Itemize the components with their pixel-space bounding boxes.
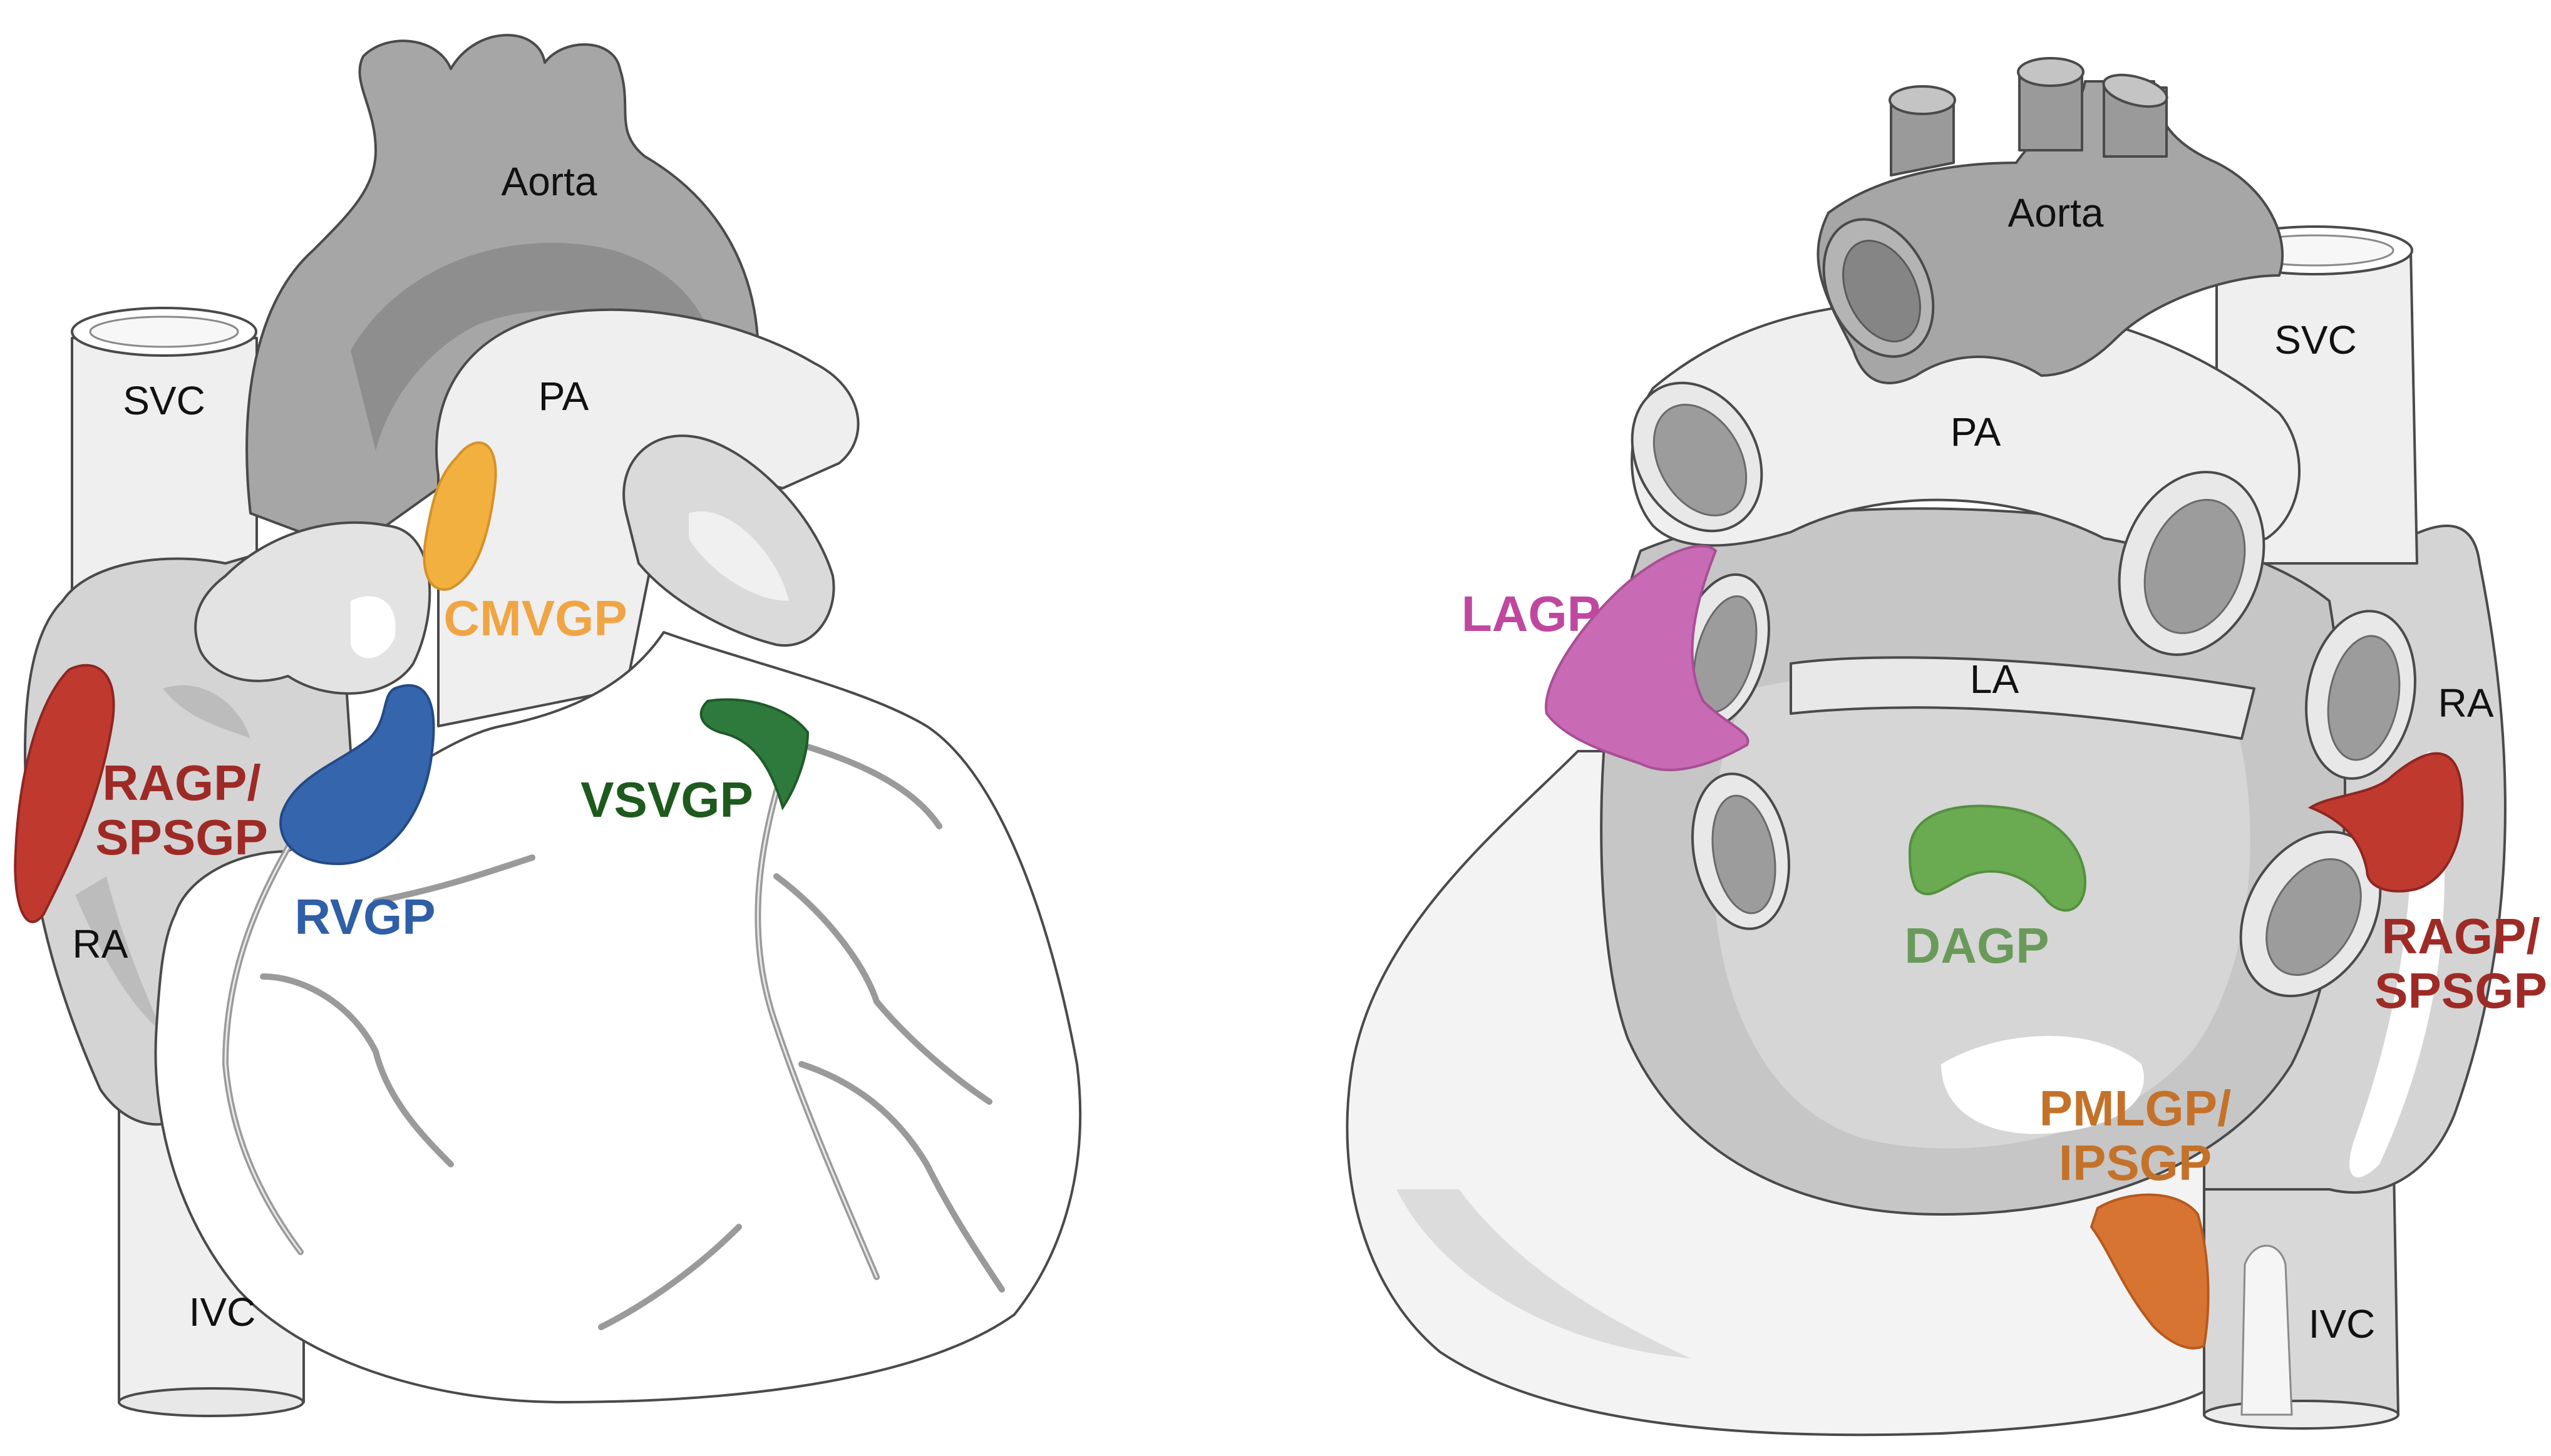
cmvgp-patch (423, 441, 497, 591)
right-pa-lumen (2143, 498, 2246, 635)
ragp-patch-posterior (2307, 752, 2464, 893)
dagp-patch (1908, 804, 2087, 912)
aorta-label-posterior: Aorta (2008, 190, 2104, 235)
aortic-branch-2-top (2017, 57, 2085, 87)
ragp-label-line2-posterior: SPSGP (2374, 963, 2547, 1018)
pmlgp-label-line1: PMLGP/ (2039, 1080, 2232, 1136)
pmlgp-label-line2: IPSGP (2059, 1135, 2212, 1191)
left-auricle-highlight (689, 511, 789, 601)
ra-label-posterior: RA (2438, 680, 2494, 725)
la-highlight (1941, 1036, 2144, 1134)
svc-label-posterior: SVC (2274, 317, 2357, 362)
rvgp-patch (279, 684, 435, 866)
pulmonary-veins (1674, 573, 2416, 998)
ragp-label-line1-anterior: RAGP/ (102, 755, 260, 811)
ragp-label-line2-anterior: SPSGP (95, 809, 268, 865)
posterior-heart-view: Aorta SVC PA LA RA IVC LAGP DAGP RAGP/ S… (1346, 57, 2547, 1437)
aortic-branch-3-top (2102, 73, 2168, 108)
ivc-inner-posterior (2240, 1244, 2293, 1416)
pa-label-anterior: PA (539, 374, 589, 419)
lagp-patch (1545, 545, 1750, 771)
dagp-label: DAGP (1904, 918, 2049, 973)
aorta-shade (351, 242, 720, 451)
cmvgp-label: CMVGP (443, 590, 627, 646)
ragp-label-line1-posterior: RAGP/ (2381, 908, 2540, 964)
la-band (1790, 656, 2255, 740)
aorta-label-anterior: Aorta (502, 159, 597, 204)
ivc-opening-posterior (2203, 1400, 2399, 1430)
ra-shading (75, 876, 163, 1033)
auricle-highlight (351, 596, 396, 659)
lagp-label: LAGP (1461, 586, 1600, 642)
vsvgp-patch (699, 698, 810, 811)
aortic-branch-1-top (1889, 85, 1956, 115)
pa-label-posterior: PA (1951, 409, 2001, 454)
pmlgp-patch (2090, 1193, 2210, 1350)
left-pa-lumen (1652, 404, 1748, 516)
aortic-lumen (1842, 240, 1921, 342)
svc-label-anterior: SVC (123, 378, 205, 423)
ra-shading-2 (163, 685, 250, 739)
posterior-ventricle-shade (1396, 1189, 1691, 1358)
anterior-heart-view: Aorta PA SVC RA IVC RAGP/ SPSGP CMVGP RV… (14, 34, 1082, 1417)
rvgp-label: RVGP (294, 889, 435, 945)
svc-inner (89, 315, 239, 348)
ra-label-anterior: RA (73, 921, 128, 966)
la-inner-shade (1713, 671, 2250, 1149)
la-label: LA (1970, 657, 2019, 702)
ivc-label-anterior: IVC (189, 1289, 256, 1335)
ragp-patch-anterior (14, 664, 115, 923)
ivc-label-posterior: IVC (2309, 1301, 2376, 1346)
coronary-vessels-inner (224, 769, 878, 1278)
vsvgp-label: VSVGP (580, 772, 753, 828)
ivc-opening (118, 1387, 304, 1417)
